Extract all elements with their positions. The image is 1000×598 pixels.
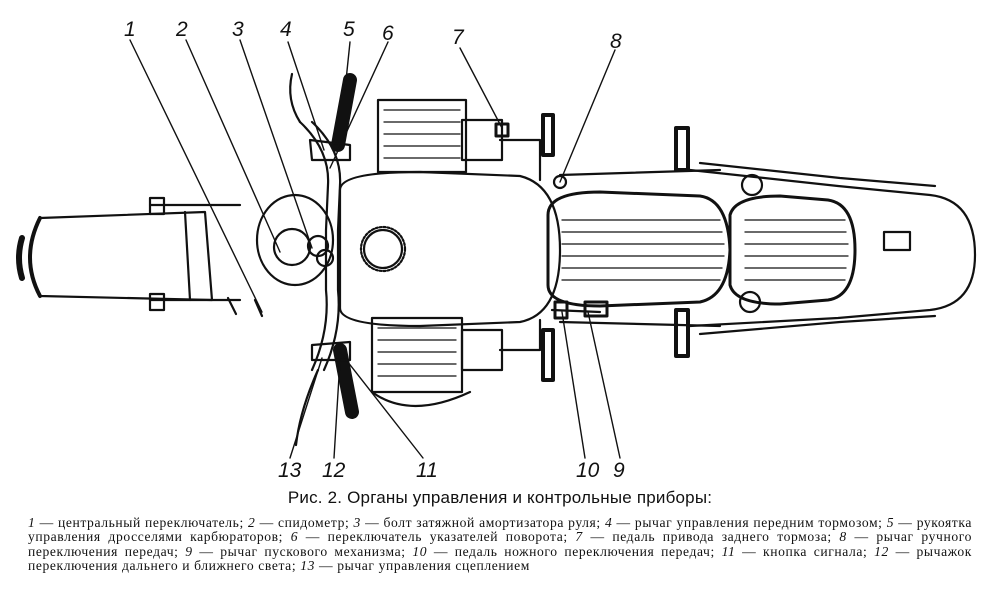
legend-num: 11 — [721, 543, 736, 559]
callout-9: 9 — [613, 459, 625, 482]
callout-7: 7 — [452, 26, 465, 49]
legend-num: 1 — [28, 515, 36, 530]
legend-text: педаль ножного переключения передач; — [454, 543, 715, 559]
callout-leader-lines — [129, 39, 621, 459]
callout-12: 12 — [322, 459, 346, 482]
callout-13: 13 — [278, 459, 302, 482]
callout-2: 2 — [175, 18, 188, 41]
legend-num: 5 — [886, 515, 895, 530]
legend-num: 7 — [575, 529, 583, 545]
callout-6: 6 — [382, 22, 394, 45]
cylinders — [370, 98, 504, 407]
legend-text: рычаг управления передним тормозом; — [634, 515, 883, 530]
legend-num: 10 — [412, 543, 428, 559]
legend-num: 4 — [604, 515, 613, 530]
legend-num: 2 — [248, 515, 256, 530]
legend-text: рычаг управления сцеплением — [337, 558, 530, 574]
footrests-and-pedals — [494, 113, 764, 382]
legend-text: болт затяжной амортизатора руля; — [383, 515, 601, 530]
headlamp-and-speedometer — [226, 193, 335, 318]
callout-10: 10 — [576, 459, 600, 482]
motorcycle-top-view-drawing: 1 2 3 4 5 6 7 8 9 10 11 12 13 — [16, 18, 977, 482]
legend-num: 13 — [300, 558, 315, 574]
legend-num: 9 — [185, 543, 193, 559]
callout-8: 8 — [610, 30, 622, 53]
legend-text: рычажок переключения дальнего и ближнего… — [28, 543, 972, 574]
callout-1: 1 — [124, 18, 136, 41]
frame — [498, 138, 977, 352]
legend-text: рычаг ручного переключения передач; — [28, 529, 972, 559]
legend-text: педаль привода заднего тормоза; — [612, 529, 832, 545]
legend-num: 6 — [290, 529, 299, 545]
callout-11: 11 — [416, 459, 438, 482]
legend-text: рычаг пускового механизма; — [220, 543, 406, 559]
callout-3: 3 — [232, 18, 244, 41]
figure-legend: 1 — центральный переключатель; 2 — спидо… — [28, 515, 972, 574]
front-wheel — [16, 196, 242, 312]
legend-num: 3 — [353, 515, 361, 530]
fuel-tank — [338, 170, 562, 328]
legend-text: переключатель указателей поворота; — [327, 529, 568, 545]
handlebar — [289, 72, 359, 447]
legend-num: 8 — [839, 529, 847, 545]
legend-num: 12 — [874, 543, 889, 559]
legend-text: кнопка сигнала; — [763, 543, 868, 559]
callout-4: 4 — [280, 18, 292, 41]
dual-seat — [546, 190, 857, 308]
callout-5: 5 — [343, 18, 355, 41]
legend-text: спидометр; — [277, 515, 350, 530]
callout-numbers: 1 2 3 4 5 6 7 8 9 10 11 12 13 — [124, 18, 625, 482]
figure-caption: Рис. 2. Органы управления и контрольные … — [287, 488, 713, 507]
legend-text: центральный переключатель; — [57, 515, 244, 530]
legend-text: рукоятка управления дросселями карбюрато… — [28, 515, 972, 545]
